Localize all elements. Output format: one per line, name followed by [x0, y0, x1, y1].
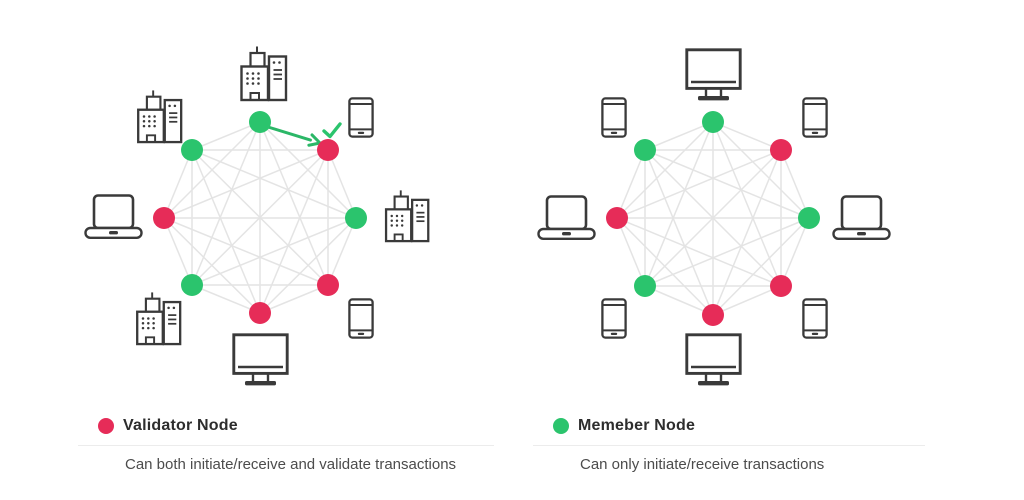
network-edge [191, 217, 357, 286]
network-edge [616, 217, 714, 316]
network-edge [191, 149, 261, 314]
network-edge [712, 149, 782, 316]
member-node [249, 111, 271, 133]
network-edge [191, 284, 261, 314]
checkmark-icon [322, 122, 342, 139]
validator-legend-header: Validator Node [78, 409, 494, 443]
validator-node [317, 139, 339, 161]
building-icon [380, 188, 431, 243]
network-edge [191, 149, 329, 286]
phone-icon [802, 97, 828, 138]
member-node [181, 139, 203, 161]
member-node [702, 111, 724, 133]
member-legend-header: Memeber Node [533, 409, 925, 443]
laptop-icon [84, 194, 143, 242]
phone-icon [348, 97, 374, 138]
member-legend: Memeber Node Can only initiate/receive t… [533, 409, 925, 473]
building-icon [236, 44, 288, 102]
member-legend-subtitle: Can only initiate/receive transactions [580, 456, 825, 473]
network-edge [327, 149, 357, 219]
validator-node-dot [98, 418, 114, 434]
phone-icon [601, 298, 627, 339]
network-edge [616, 149, 646, 219]
network-edge [644, 149, 714, 316]
validator-legend-subtitle: Can both initiate/receive and validate t… [125, 456, 457, 473]
validator-node [702, 304, 724, 326]
member-node [181, 274, 203, 296]
network-edge [163, 217, 261, 314]
phone-icon [348, 298, 374, 339]
network-edge [780, 149, 810, 219]
network-edge [712, 285, 782, 316]
phone-icon [601, 97, 627, 138]
monitor-icon [232, 333, 289, 388]
validator-network [153, 111, 367, 324]
member-node [634, 139, 656, 161]
network-edge [644, 149, 810, 219]
network-edge [644, 149, 782, 287]
network-edge [259, 284, 329, 314]
validator-node [770, 275, 792, 297]
network-edge [163, 149, 193, 219]
network-edge [191, 149, 357, 219]
member-network [606, 111, 820, 326]
laptop-icon [537, 195, 596, 243]
monitor-icon [685, 48, 742, 103]
validator-node [317, 274, 339, 296]
network-edge [259, 149, 329, 314]
network-edge [780, 217, 810, 287]
member-node [634, 275, 656, 297]
transaction-arrow [266, 125, 312, 142]
network-edge [712, 121, 782, 151]
validator-node [153, 207, 175, 229]
legend-divider [78, 445, 494, 446]
building-icon [132, 88, 184, 144]
network-edge [327, 217, 357, 286]
network-edge [644, 121, 714, 151]
member-node [798, 207, 820, 229]
legend-divider [533, 445, 925, 446]
member-node [345, 207, 367, 229]
network-edge [163, 217, 193, 286]
monitor-icon [685, 333, 742, 388]
validator-node [249, 302, 271, 324]
phone-icon [802, 298, 828, 339]
laptop-icon [832, 195, 891, 243]
building-icon [131, 290, 183, 346]
network-edge [616, 217, 646, 287]
network-edge [191, 121, 261, 151]
validator-legend-title: Validator Node [123, 417, 238, 434]
network-edge [644, 285, 714, 316]
member-node-dot [553, 418, 569, 434]
validator-legend: Validator Node Can both initiate/receive… [78, 409, 494, 473]
validator-node [770, 139, 792, 161]
member-legend-title: Memeber Node [578, 417, 696, 434]
validator-node [606, 207, 628, 229]
